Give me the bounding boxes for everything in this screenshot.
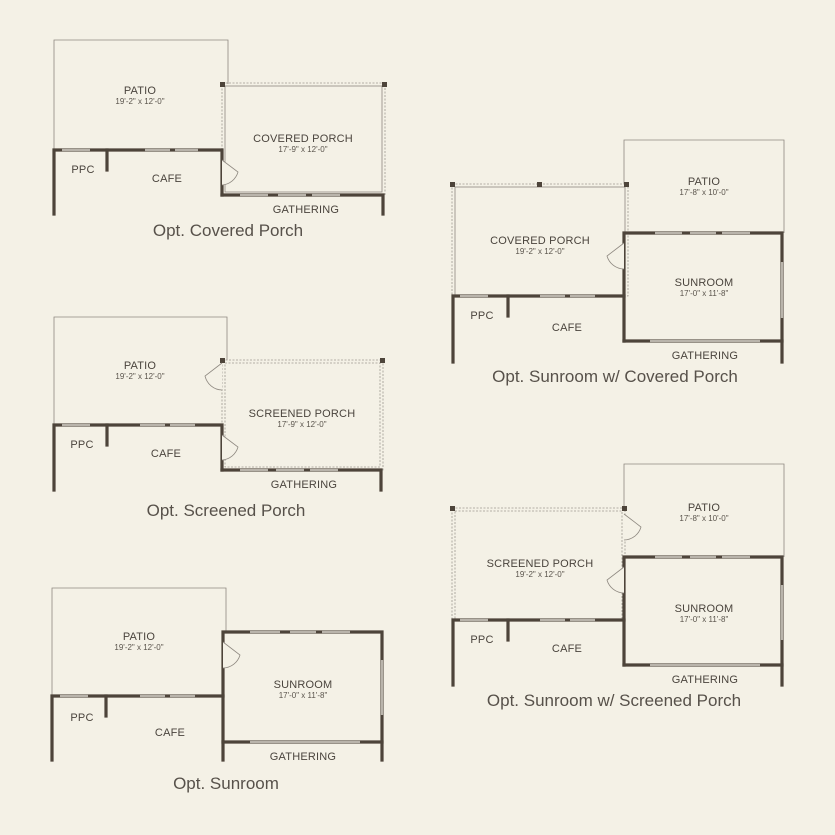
room-dim-porch: 19'-2" x 12'-0" — [515, 570, 564, 579]
door-swing — [221, 434, 239, 461]
room-label-gathering: GATHERING — [270, 751, 336, 763]
room-label-porch: COVERED PORCH — [490, 235, 590, 247]
plan-caption: Opt. Covered Porch — [153, 221, 303, 240]
screen-outline — [454, 510, 623, 621]
plan-screened-porch: PATIO 19'-2" x 12'-0" SCREENED PORCH 17'… — [52, 316, 385, 520]
room-label-cafe: CAFE — [151, 448, 181, 460]
room-label-porch: SCREENED PORCH — [487, 558, 594, 570]
porch-post — [537, 182, 542, 187]
room-label-ppc: PPC — [71, 164, 94, 176]
room-label-ppc: PPC — [70, 439, 93, 451]
room-dim-patio: 19'-2" x 12'-0" — [114, 643, 163, 652]
plan-sunroom-screened-porch: PATIO 17'-8" x 10'-0" SCREENED PORCH 19'… — [450, 463, 785, 710]
room-label-porch: SCREENED PORCH — [249, 408, 356, 420]
plan-caption: Opt. Screened Porch — [147, 501, 306, 520]
room-dim-porch: 17'-9" x 12'-0" — [277, 420, 326, 429]
door-swing — [221, 159, 239, 186]
porch-post — [450, 182, 455, 187]
room-dim-patio: 19'-2" x 12'-0" — [115, 97, 164, 106]
door-swing — [222, 641, 241, 669]
patio-outline — [51, 587, 227, 696]
screen-outline — [224, 362, 381, 468]
patio-outline — [623, 463, 785, 557]
room-label-sunroom: SUNROOM — [274, 679, 333, 691]
door-swing — [606, 242, 625, 270]
house-wall — [50, 694, 225, 762]
porch-post — [450, 506, 455, 511]
screen-door-swing — [204, 362, 223, 391]
porch-inner-outline — [224, 85, 383, 193]
plan-caption: Opt. Sunroom w/ Covered Porch — [492, 367, 738, 386]
room-label-patio: PATIO — [123, 631, 156, 643]
room-label-sunroom: SUNROOM — [675, 603, 734, 615]
porch-post — [220, 358, 225, 363]
room-dim-porch: 19'-2" x 12'-0" — [515, 247, 564, 256]
room-label-gathering: GATHERING — [672, 674, 738, 686]
room-dim-sunroom: 17'-0" x 11'-8" — [680, 289, 729, 298]
room-label-gathering: GATHERING — [273, 204, 339, 216]
room-label-cafe: CAFE — [552, 322, 582, 334]
plan-caption: Opt. Sunroom — [173, 774, 279, 793]
porch-post — [622, 506, 627, 511]
plan-sunroom: PATIO 19'-2" x 12'-0" SUNROOM 17'-0" x 1… — [50, 587, 384, 793]
patio-outline — [53, 39, 229, 150]
porch-outline — [221, 82, 386, 196]
room-label-patio: PATIO — [124, 85, 157, 97]
house-wall — [220, 193, 385, 216]
screen-door-swing — [623, 513, 642, 541]
house-wall — [52, 423, 224, 492]
room-label-gathering: GATHERING — [672, 350, 738, 362]
room-dim-porch: 17'-9" x 12'-0" — [278, 145, 327, 154]
room-dim-sunroom: 17'-0" x 11'-8" — [680, 615, 729, 624]
porch-post — [380, 358, 385, 363]
porch-post — [382, 82, 387, 87]
house-wall — [451, 618, 626, 687]
room-dim-patio: 17'-8" x 10'-0" — [679, 514, 728, 523]
room-label-porch: COVERED PORCH — [253, 133, 353, 145]
room-label-ppc: PPC — [470, 310, 493, 322]
plan-covered-porch: PATIO 19'-2" x 12'-0" COVERED PORCH 17'-… — [52, 39, 387, 240]
room-label-ppc: PPC — [70, 712, 93, 724]
plan-sunroom-covered-porch: PATIO 17'-8" x 10'-0" COVERED PORCH 19'-… — [450, 139, 785, 386]
patio-outline — [623, 139, 785, 233]
room-label-ppc: PPC — [470, 634, 493, 646]
room-label-cafe: CAFE — [155, 727, 185, 739]
room-label-cafe: CAFE — [152, 173, 182, 185]
room-label-patio: PATIO — [124, 360, 157, 372]
room-dim-patio: 19'-2" x 12'-0" — [115, 372, 164, 381]
room-label-patio: PATIO — [688, 176, 721, 188]
room-label-cafe: CAFE — [552, 643, 582, 655]
room-dim-sunroom: 17'-0" x 11'-8" — [279, 691, 328, 700]
porch-post — [624, 182, 629, 187]
plan-caption: Opt. Sunroom w/ Screened Porch — [487, 691, 741, 710]
patio-outline — [53, 316, 228, 425]
room-label-sunroom: SUNROOM — [675, 277, 734, 289]
room-label-gathering: GATHERING — [271, 479, 337, 491]
room-dim-patio: 17'-8" x 10'-0" — [679, 188, 728, 197]
house-wall — [52, 148, 224, 216]
porch-post — [220, 82, 225, 87]
room-label-patio: PATIO — [688, 502, 721, 514]
house-wall — [220, 468, 383, 492]
house-wall — [451, 294, 626, 364]
door-swing — [606, 566, 625, 594]
